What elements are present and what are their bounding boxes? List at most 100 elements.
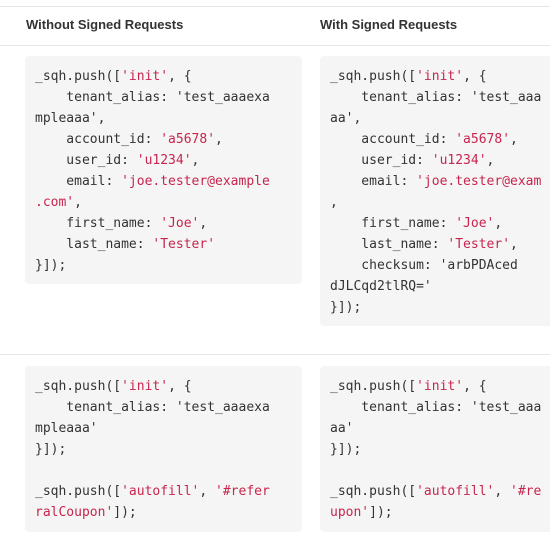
code-token: account_id: bbox=[35, 132, 161, 147]
code-token: , bbox=[486, 153, 495, 168]
code-token: mpleaaa', bbox=[35, 111, 106, 126]
code-string-token: 'joe.tester@exam bbox=[416, 174, 542, 189]
code-token: }]); bbox=[35, 258, 67, 273]
code-token: email: bbox=[35, 174, 122, 189]
code-line: , bbox=[330, 192, 550, 213]
code-token: last_name: bbox=[35, 237, 153, 252]
code-token: user_id: bbox=[35, 153, 137, 168]
code-string-token: '#refer bbox=[215, 484, 270, 499]
table-top-border bbox=[0, 6, 550, 7]
code-line: account_id: 'a5678', bbox=[330, 129, 550, 150]
code-token: , bbox=[330, 195, 338, 210]
code-line: _sqh.push(['init', { bbox=[330, 66, 550, 87]
code-string-token: 'a5678' bbox=[455, 132, 511, 147]
code-line: user_id: 'u1234', bbox=[35, 150, 292, 171]
code-line: upon']); bbox=[330, 502, 550, 523]
code-line: user_id: 'u1234', bbox=[330, 150, 550, 171]
code-token: , bbox=[199, 484, 216, 499]
code-line: }]); bbox=[330, 297, 550, 318]
code-token: , bbox=[215, 132, 223, 147]
code-line: dJLCqd2tlRQ=' bbox=[330, 276, 550, 297]
code-string-token: 'autofill' bbox=[121, 484, 200, 499]
code-token: _sqh.push([ bbox=[330, 484, 417, 499]
code-line: _sqh.push(['init', { bbox=[35, 66, 292, 87]
code-token: , bbox=[494, 216, 503, 231]
code-string-token: '#re bbox=[510, 484, 542, 499]
code-line: account_id: 'a5678', bbox=[35, 129, 292, 150]
code-token: email: bbox=[330, 174, 417, 189]
code-token: , bbox=[199, 216, 208, 231]
code-line: last_name: 'Tester', bbox=[330, 234, 550, 255]
code-line: }]); bbox=[35, 439, 292, 460]
column-header-with-signed: With Signed Requests bbox=[320, 17, 458, 32]
code-string-token: 'init' bbox=[121, 69, 169, 84]
code-string-token: 'Tester' bbox=[447, 237, 511, 252]
code-string-token: 'u1234' bbox=[431, 153, 487, 168]
code-line: mpleaaa', bbox=[35, 108, 292, 129]
code-token: }]); bbox=[330, 442, 362, 457]
code-string-token: ralCoupon' bbox=[35, 505, 114, 520]
code-token: , { bbox=[168, 379, 192, 394]
code-line: ralCoupon']); bbox=[35, 502, 292, 523]
code-string-token: 'joe.tester@example bbox=[121, 174, 270, 189]
code-string-token: 'Joe' bbox=[455, 216, 495, 231]
header-row-divider bbox=[0, 45, 550, 46]
code-line: _sqh.push(['init', { bbox=[330, 376, 550, 397]
code-token: }]); bbox=[35, 442, 67, 457]
code-token: checksum: 'arbPDAced bbox=[330, 258, 518, 273]
row-divider bbox=[0, 354, 550, 355]
code-token: , { bbox=[463, 69, 487, 84]
code-line: .com', bbox=[35, 192, 292, 213]
code-line: aa', bbox=[330, 108, 550, 129]
code-string-token: 'a5678' bbox=[160, 132, 216, 147]
code-string-token: 'init' bbox=[121, 379, 169, 394]
code-line: email: 'joe.tester@example bbox=[35, 171, 292, 192]
code-string-token: 'u1234' bbox=[136, 153, 192, 168]
code-token: , { bbox=[463, 379, 487, 394]
code-token: }]); bbox=[330, 300, 362, 315]
code-line: mpleaaa' bbox=[35, 418, 292, 439]
code-token: , bbox=[494, 484, 511, 499]
code-token: _sqh.push([ bbox=[330, 69, 417, 84]
code-token: , { bbox=[168, 69, 192, 84]
code-string-token: 'init' bbox=[416, 69, 464, 84]
code-line: _sqh.push(['autofill', '#refer bbox=[35, 481, 292, 502]
code-line: tenant_alias: 'test_aaa bbox=[330, 87, 550, 108]
code-line bbox=[35, 460, 292, 481]
code-line: aa' bbox=[330, 418, 550, 439]
code-token: , bbox=[74, 195, 82, 210]
code-token: aa', bbox=[330, 111, 362, 126]
code-line: last_name: 'Tester' bbox=[35, 234, 292, 255]
code-token: account_id: bbox=[330, 132, 456, 147]
code-string-token: upon' bbox=[330, 505, 370, 520]
code-block-autofill-signed: _sqh.push(['init', { tenant_alias: 'test… bbox=[320, 366, 550, 532]
code-string-token: 'autofill' bbox=[416, 484, 495, 499]
code-token: mpleaaa' bbox=[35, 421, 98, 436]
code-token: tenant_alias: 'test_aaaexa bbox=[35, 90, 270, 105]
code-string-token: 'Joe' bbox=[160, 216, 200, 231]
code-token: ]); bbox=[369, 505, 393, 520]
code-token: aa' bbox=[330, 421, 354, 436]
code-line: tenant_alias: 'test_aaaexa bbox=[35, 397, 292, 418]
code-line: email: 'joe.tester@exam bbox=[330, 171, 550, 192]
code-line: tenant_alias: 'test_aaaexa bbox=[35, 87, 292, 108]
column-header-without-signed: Without Signed Requests bbox=[26, 17, 184, 32]
code-token: _sqh.push([ bbox=[330, 379, 417, 394]
code-token: tenant_alias: 'test_aaaexa bbox=[35, 400, 270, 415]
code-line: first_name: 'Joe', bbox=[35, 213, 292, 234]
code-token: _sqh.push([ bbox=[35, 484, 122, 499]
code-token: user_id: bbox=[330, 153, 432, 168]
code-line bbox=[330, 460, 550, 481]
code-token: _sqh.push([ bbox=[35, 69, 122, 84]
code-token: , bbox=[510, 132, 518, 147]
code-string-token: 'init' bbox=[416, 379, 464, 394]
code-token: tenant_alias: 'test_aaa bbox=[330, 90, 542, 105]
code-token: first_name: bbox=[330, 216, 456, 231]
code-line: }]); bbox=[35, 255, 292, 276]
code-line: _sqh.push(['autofill', '#re bbox=[330, 481, 550, 502]
code-line: checksum: 'arbPDAced bbox=[330, 255, 550, 276]
code-line: }]); bbox=[330, 439, 550, 460]
code-block-init-signed: _sqh.push(['init', { tenant_alias: 'test… bbox=[320, 56, 550, 326]
code-token: , bbox=[191, 153, 200, 168]
